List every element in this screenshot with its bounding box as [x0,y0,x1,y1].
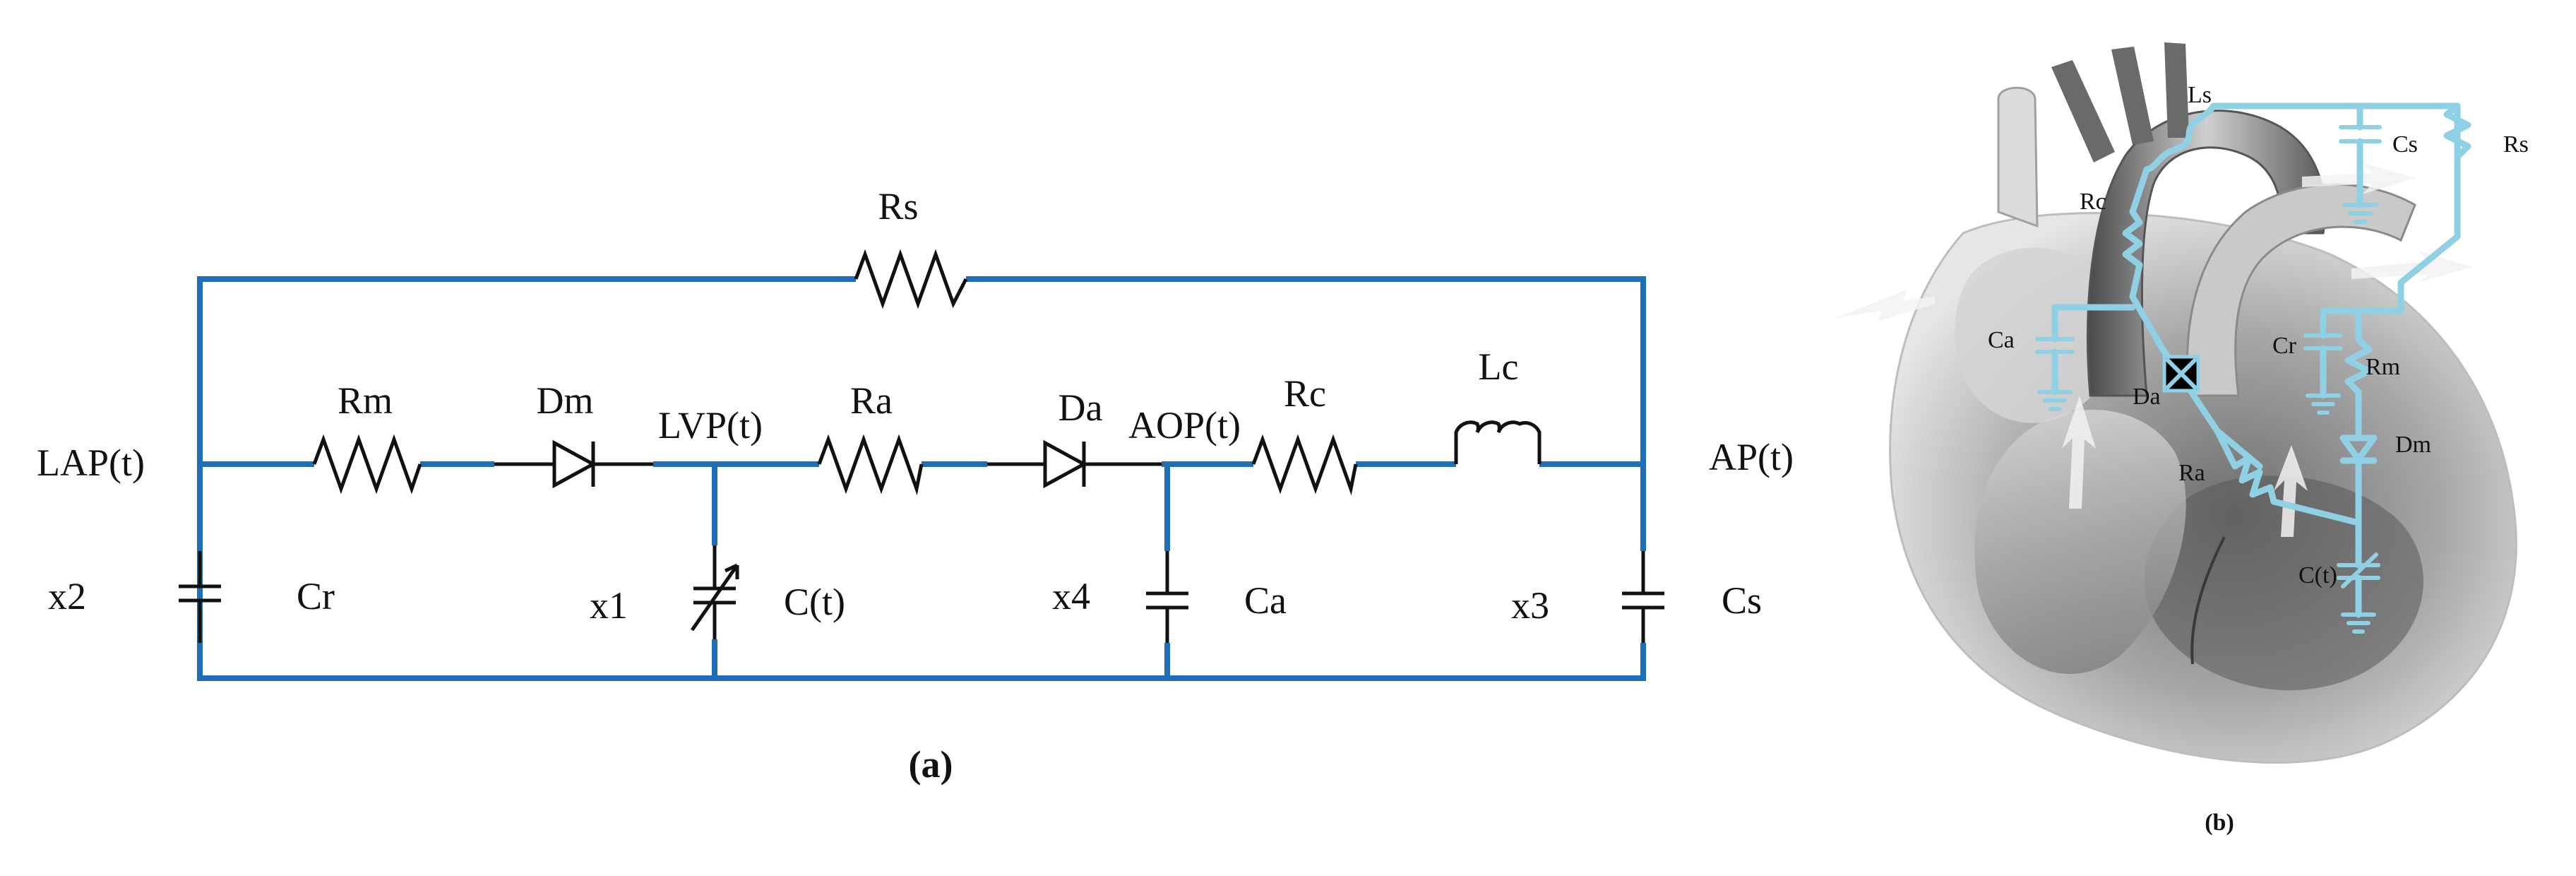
overlay-top-wire [2210,102,2461,314]
overlay-cr-branch [2320,307,2404,339]
label-ca: Ca [1244,579,1287,622]
heart-vena-cava [1997,86,2039,228]
b-label-ra: Ra [2178,460,2205,486]
resistor-ra [817,434,924,496]
label-lc: Lc [1479,345,1519,388]
b-label-da: Da [2133,384,2161,410]
overlay-rc-wire [2122,166,2164,350]
overlay-cs-ground [2342,203,2378,224]
label-rc: Rc [1284,372,1326,415]
caption-a: (a) [909,743,953,786]
overlay-rs-zigzag [2443,102,2471,160]
overlay-circuit [2035,102,2471,634]
overlay-ca-ground [2037,390,2073,411]
heart-arch-branch-1 [2051,60,2115,162]
capacitor-ct-variable [690,545,739,639]
node-label-aop: AOP(t) [1128,404,1241,446]
overlay-cr-ground [2306,393,2341,415]
heart-right-ventricle [1974,410,2186,674]
heart-illustration-b: Ls Cs Rs Rc Ca Da Cr Rm Dm Ra C(t) (b) [1836,42,2529,836]
overlay-rm-zigzag [2344,307,2373,427]
b-label-cs: Cs [2392,131,2418,158]
label-cs: Cs [1722,579,1762,622]
caption-b: (b) [2205,810,2234,836]
label-rm: Rm [338,379,393,422]
node-label-lap: LAP(t) [37,442,145,484]
b-label-ca: Ca [1988,327,2015,353]
state-label-x4: x4 [1052,575,1090,617]
label-cr: Cr [297,575,335,617]
heart-septum [2190,536,2226,665]
b-label-rc: Rc [2080,189,2106,215]
diode-da [987,439,1162,489]
overlay-ls-coil [2143,102,2217,173]
resistor-rs [854,249,968,309]
heart-pulmonary-trunk [2186,183,2416,397]
capacitor-ca [1146,551,1188,643]
capacitor-cr [179,551,221,643]
b-label-ls: Ls [2188,82,2212,108]
node-label-ap: AP(t) [1709,436,1794,478]
resistor-rm [312,434,422,495]
label-ra: Ra [850,379,893,422]
resistor-rc [1251,434,1358,496]
b-label-dm: Dm [2395,432,2431,458]
label-dm: Dm [537,379,594,422]
overlay-ra-coil [2214,427,2277,505]
node-label-lvp: LVP(t) [658,404,763,446]
circuit-wires [197,276,1646,681]
heart-right-atrium [1955,247,2120,423]
wire-top-rs-right [966,276,1646,466]
overlay-ct-ground [2341,612,2376,634]
circuit-diagram-a: Rs Rm Dm Ra Da Rc Lc Cr C(t) Ca Cs LAP(t… [37,185,1794,786]
label-da: Da [1059,386,1103,429]
overlay-dm-diode [2339,420,2378,526]
state-label-x2: x2 [48,575,86,617]
diode-dm [494,439,653,489]
state-label-x1: x1 [590,584,628,627]
heart-arch-branch-3 [2164,42,2189,138]
b-label-cr: Cr [2272,333,2297,359]
capacitor-cs [1622,551,1664,643]
b-label-ct: C(t) [2298,562,2337,588]
b-label-rm: Rm [2366,354,2400,380]
state-label-x3: x3 [1511,584,1549,627]
inductor-lc [1454,420,1542,464]
b-label-rs: Rs [2503,131,2529,158]
wire-bottom-rail [197,643,1646,681]
heart-arch-branch-2 [2111,47,2154,145]
label-ct: C(t) [784,581,845,623]
overlay-ca-branch [2051,304,2136,343]
overlay-ct-wire [2270,498,2362,569]
heart-left-ventricle [2144,475,2423,691]
label-rs: Rs [878,185,918,227]
